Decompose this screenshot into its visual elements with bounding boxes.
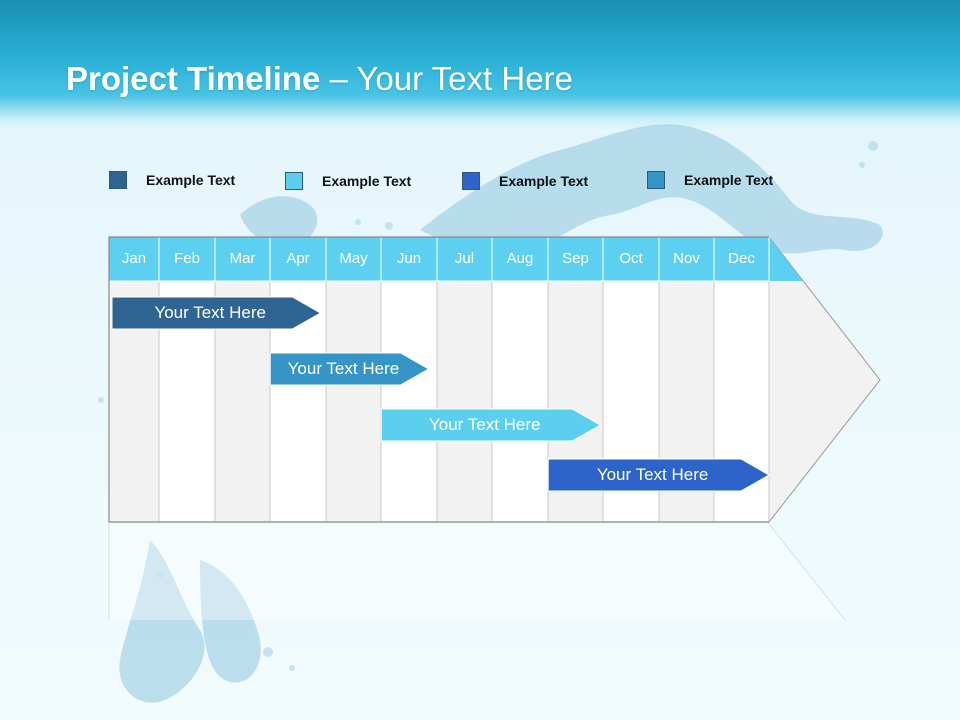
task-label: Your Text Here [596,465,709,484]
month-label: Oct [619,250,643,267]
month-label: Nov [673,250,700,267]
legend-swatch [462,172,480,190]
month-header-cell [325,236,382,282]
task-arrow [269,352,430,386]
month-header-cell [380,236,438,282]
month-label: Apr [286,250,310,267]
timeline-reflection [109,524,845,620]
month-column [491,280,549,523]
month-header-cell [547,236,604,282]
month-header-cell [108,236,160,282]
month-header-cell [269,236,327,282]
page-title-bold: Project Timeline [66,60,321,97]
legend-label: Example Text [499,173,589,189]
task-label: Your Text Here [287,359,400,378]
legend-swatch [285,172,303,190]
arrow-tip-header [769,237,803,281]
month-label: May [339,250,368,267]
month-header-cell [602,236,660,282]
month-label: Jan [121,250,147,267]
header-banner [0,0,960,132]
month-column [325,280,382,523]
month-label: Mar [229,250,256,267]
month-column [436,280,493,523]
reflection-edge [768,523,846,621]
month-label: Aug [506,250,534,267]
month-label: Feb [174,250,200,267]
legend-swatch [109,171,127,189]
month-label: Dec [728,250,755,267]
legend-swatch [647,171,665,189]
month-header-cell [713,236,770,282]
legend-label: Example Text [684,172,774,188]
legend-label: Example Text [322,173,412,189]
page-title-rest: – Your Text Here [320,60,573,97]
month-column [380,280,438,523]
month-label: Jul [454,250,475,267]
task-arrow [547,458,771,492]
month-label: Jun [396,250,422,267]
month-header-cell [658,236,715,282]
task-arrow [380,408,602,442]
task-label: Your Text Here [428,415,541,434]
task-label: Your Text Here [154,303,266,322]
legend-label: Example Text [146,172,236,188]
timeline-outline [108,236,769,523]
page-title: Project Timeline – Your Text Here [66,60,573,98]
month-label: Sep [562,250,589,267]
task-arrow [111,296,322,330]
